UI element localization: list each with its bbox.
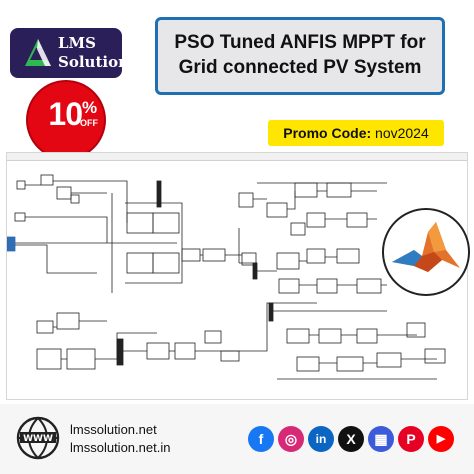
page-title: PSO Tuned ANFIS MPPT for Grid connected … (166, 30, 434, 80)
discount-percent: % (82, 98, 98, 117)
promo-label: Promo Code: (283, 125, 372, 141)
title-line1: PSO Tuned ANFIS MPPT for (174, 32, 426, 53)
promo-code: nov2024 (375, 125, 429, 141)
discount-value: 10 (48, 96, 83, 132)
matlab-membrane-icon (392, 222, 460, 272)
x-icon[interactable]: X (338, 426, 364, 452)
instagram-icon[interactable]: ◎ (278, 426, 304, 452)
svg-text:WWW: WWW (23, 434, 53, 444)
logo-line2: Solution (58, 53, 129, 71)
diagram-window-bar (7, 153, 467, 161)
discount-off: OFF (80, 118, 98, 128)
linkedin-icon[interactable]: in (308, 426, 334, 452)
website-link-1[interactable]: lmssolution.net (70, 422, 157, 437)
footer: WWW lmssolution.net lmssolution.net.in f… (0, 404, 474, 474)
logo-line1: LMS (58, 34, 96, 52)
diagram-wires (7, 174, 446, 380)
youtube-icon[interactable]: ▶ (428, 426, 454, 452)
facebook-icon[interactable]: f (248, 426, 274, 452)
discount-badge: 10 % OFF (28, 82, 104, 158)
brand-logo: LMS Solution (10, 28, 129, 78)
globe-www-icon: WWW (16, 416, 60, 460)
store-icon[interactable]: ▦ (368, 426, 394, 452)
title-box: PSO Tuned ANFIS MPPT for Grid connected … (155, 17, 445, 95)
pinterest-icon[interactable]: P (398, 426, 424, 452)
website-link-2[interactable]: lmssolution.net.in (70, 440, 171, 455)
promo-code-banner: Promo Code: nov2024 (268, 120, 444, 146)
logo-mark-icon (25, 39, 51, 66)
title-line2: Grid connected PV System (178, 57, 422, 78)
logo-text: LMS Solution (58, 34, 129, 72)
matlab-logo (382, 208, 470, 296)
